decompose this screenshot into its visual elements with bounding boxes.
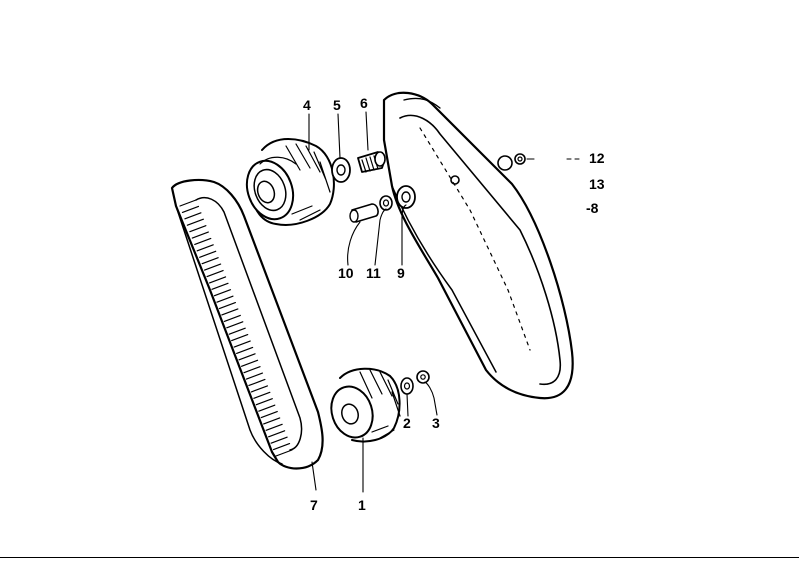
label-5: 5 bbox=[333, 97, 341, 113]
upper-pulley-drawing bbox=[245, 138, 335, 226]
label-6: 6 bbox=[360, 95, 368, 111]
label-7: 7 bbox=[310, 497, 318, 513]
washer-2-drawing bbox=[400, 377, 414, 395]
label-9: 9 bbox=[397, 265, 405, 281]
label-11: 11 bbox=[366, 265, 381, 281]
washer-9-drawing bbox=[396, 185, 416, 209]
label-2: 2 bbox=[403, 415, 411, 431]
label-1: 1 bbox=[358, 497, 366, 513]
belt-cover-drawing bbox=[382, 91, 574, 400]
label-13: 13 bbox=[589, 176, 605, 192]
label-3: 3 bbox=[432, 415, 440, 431]
spacer-11-drawing bbox=[379, 195, 393, 211]
bolt-6-drawing bbox=[357, 151, 386, 173]
lower-pulley-drawing bbox=[330, 367, 401, 443]
nut-3-drawing bbox=[416, 370, 430, 384]
pin-10-drawing bbox=[349, 203, 379, 223]
timing-belt-drawing bbox=[170, 178, 324, 470]
label-12: 12 bbox=[589, 150, 605, 166]
label-4: 4 bbox=[303, 97, 311, 113]
washer-5-drawing bbox=[331, 157, 351, 183]
label-8: -8 bbox=[586, 200, 599, 216]
label-10: 10 bbox=[338, 265, 354, 281]
baseline-rule bbox=[0, 557, 799, 558]
nut-12-drawing bbox=[497, 153, 526, 171]
leader-lines bbox=[308, 111, 580, 493]
